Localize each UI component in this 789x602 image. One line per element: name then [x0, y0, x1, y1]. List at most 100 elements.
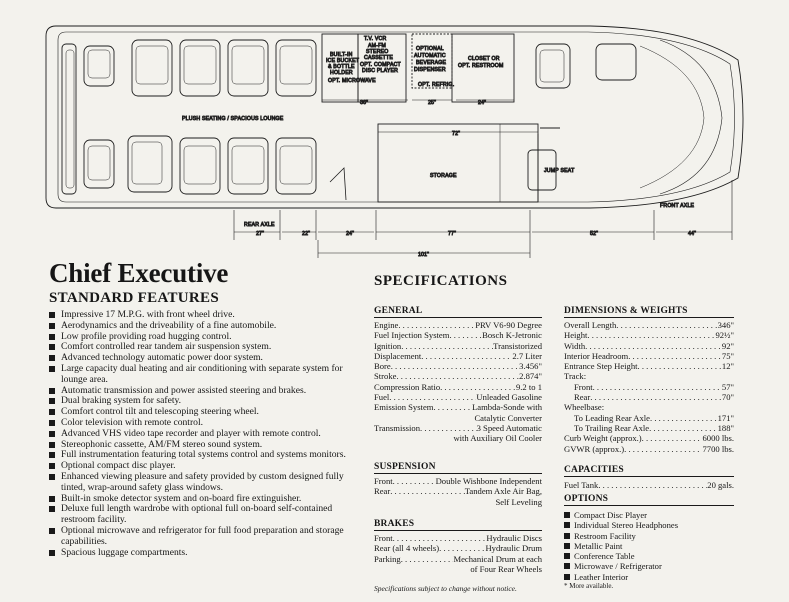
bullet-square [564, 563, 570, 570]
brakes-rule [374, 530, 542, 531]
dot-leader [396, 371, 519, 381]
spec-key: Height [564, 330, 588, 341]
list-item-text: Microwave / Refrigerator [574, 561, 662, 572]
floor-plan: T.V. VCR AM-FM STEREO CASSETTE OPT. COMP… [0, 0, 789, 262]
spec-value: 3.456" [519, 361, 542, 372]
bullet-square [49, 430, 55, 437]
spec-row: Bore3.456" [374, 361, 542, 371]
list-item: Microwave / Refrigerator [564, 561, 678, 571]
dimension-lines [233, 99, 733, 258]
list-item: Large capacity dual heating and air cond… [49, 362, 361, 386]
dim-25: 25" [428, 100, 436, 106]
spec-value: 92½" [715, 330, 734, 341]
list-item-text: Deluxe full length wardrobe with optiona… [61, 503, 333, 526]
bullet-square [564, 512, 570, 518]
spec-key: Ignition [374, 340, 402, 351]
beverage-label-1: OPTIONAL [416, 46, 444, 52]
dot-leader [628, 351, 722, 361]
rear-axle-label: REAR AXLE [244, 222, 275, 228]
stereo-label-1: AM-FM [368, 43, 386, 49]
list-item: Leather Interior [564, 572, 678, 582]
list-item: Low profile providing road hugging contr… [49, 331, 361, 343]
bullet-square [564, 553, 570, 560]
list-item-text: Optional microwave and refrigerator for … [61, 524, 344, 547]
dim-24: 24" [346, 231, 354, 237]
ice-label-1: BUILT-IN [330, 52, 353, 58]
spec-value: Mechanical Drum at each [453, 553, 542, 564]
list-item: Metallic Paint [564, 541, 678, 551]
spec-value: 20 gals. [707, 480, 734, 490]
list-item: Full instrumentation featuring total sys… [49, 449, 361, 461]
list-item: Enhanced viewing pleasure and safety pro… [49, 470, 361, 494]
spec-row: Emission SystemLambda-Sonde with [374, 402, 542, 412]
beverage-label-2: AUTOMATIC [414, 53, 446, 59]
dot-leader [449, 330, 482, 340]
bullet-square [49, 419, 55, 426]
list-item-text: Compact Disc Player [574, 510, 648, 520]
bus-inner-wall [57, 31, 735, 203]
bullet-square [49, 463, 55, 470]
list-item: Restroom Facility [564, 531, 678, 541]
stereo-label-3: CASSETTE [364, 55, 393, 61]
dot-leader [593, 382, 722, 392]
dot-leader [389, 392, 476, 402]
spec-value: Unleaded Gasoline [476, 392, 542, 403]
spec-row: FrontDouble Wishbone Independent [374, 476, 542, 486]
spec-key: Fuel Tank [564, 480, 599, 490]
list-item-text: Aerodynamics and the driveability of a f… [61, 319, 277, 331]
bullet-square [49, 312, 55, 318]
spec-row: Rear (all 4 wheels)Hydraulic Drum [374, 543, 542, 553]
specifications-heading: SPECIFICATIONS [374, 273, 508, 289]
list-item-text: Built-in smoke detector system and on-bo… [61, 492, 302, 504]
features-heading: STANDARD FEATURES [49, 290, 219, 306]
list-item-text: Enhanced viewing pleasure and safety pro… [61, 470, 344, 493]
dimensions-specs: Overall Length346"Height92½"Width92"Inte… [564, 320, 734, 454]
spec-row: Rear70" [564, 392, 734, 402]
vcr-label: T.V. VCR [364, 36, 387, 42]
spec-key: Parking [374, 553, 401, 564]
spec-row: IgnitionTransistorized [374, 341, 542, 351]
spec-row: Height 92½" [564, 330, 734, 340]
bullet-square [49, 322, 55, 329]
capacities-heading: CAPACITIES [564, 465, 624, 475]
options-heading: OPTIONS [564, 494, 609, 504]
options-rule [564, 505, 734, 506]
spec-value: with Auxiliary Oil Cooler [453, 433, 542, 444]
bullet-square [49, 333, 55, 340]
dim-101: 101" [418, 252, 429, 258]
spec-key: Stroke [374, 371, 397, 382]
spec-row: Fuel Injection SystemBosch K-Jetronic [374, 330, 542, 340]
dim-44: 44" [688, 231, 696, 237]
spec-key: Rear (all 4 wheels) [374, 543, 440, 554]
spec-row: Curb Weight (approx.)6000 lbs. [564, 433, 734, 443]
spec-row: Parking Mechanical Drum at each [374, 554, 542, 564]
spec-value: 7700 lbs. [702, 443, 734, 454]
list-item-text: Impressive 17 M.P.G. with front wheel dr… [61, 309, 235, 320]
closet-label-1: CLOSET OR [468, 56, 500, 62]
spec-row: Displacement2.7 Liter [374, 351, 542, 361]
capacities-specs: Fuel Tank 20 gals. [564, 480, 734, 490]
stereo-label-5: DISC PLAYER [362, 68, 398, 74]
suspension-rule [374, 473, 542, 474]
ice-label-4: HOLDER [330, 70, 353, 76]
dot-leader [590, 392, 722, 402]
list-item-text: Large capacity dual heating and air cond… [61, 362, 343, 385]
dot-leader [638, 361, 722, 371]
dot-leader [374, 433, 453, 443]
spec-key: Curb Weight (approx.) [564, 433, 642, 444]
spec-key: Fuel [374, 392, 390, 403]
spec-key: Engine [374, 320, 399, 330]
seat-row-bottom [179, 137, 317, 195]
bullet-square [49, 527, 55, 534]
spec-key: Overall Length [564, 320, 617, 330]
capacities-rule [564, 476, 734, 477]
spec-value: Catalytic Converter [474, 412, 542, 423]
spec-row: To Trailing Rear Axle188" [564, 423, 734, 433]
bullet-square [49, 495, 55, 502]
bus-outline [45, 25, 744, 209]
spec-value: 92" [721, 340, 734, 351]
bullet-square [49, 355, 55, 362]
dot-leader [393, 533, 487, 543]
ice-label-2: ICE BUCKET [326, 58, 360, 64]
spec-value: Self Leveling [495, 496, 542, 507]
